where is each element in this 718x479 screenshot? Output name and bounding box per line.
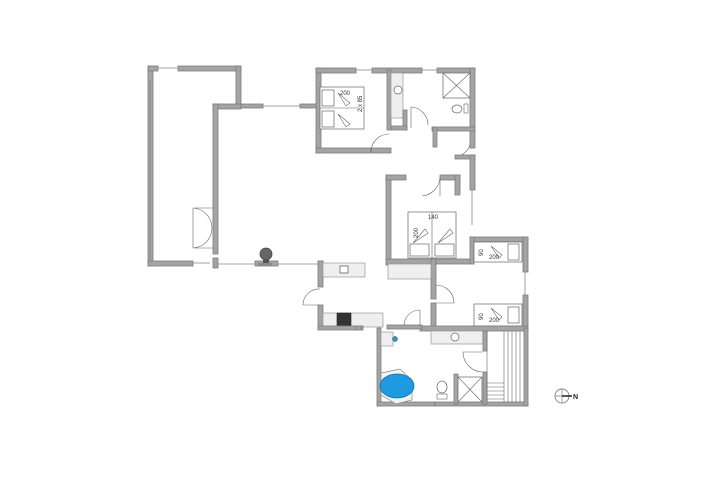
bathroom-door bbox=[410, 106, 429, 126]
bed-width-label: 90 bbox=[479, 313, 485, 320]
wood-stove-icon bbox=[258, 247, 273, 266]
bedroom-1: 200 2 x 85 bbox=[315, 67, 476, 154]
double-bed: 200 2 x 85 bbox=[319, 86, 365, 130]
double-bed: 140 200 bbox=[407, 211, 457, 259]
bedroom-2: 140 200 bbox=[385, 174, 461, 300]
bed-width-label: 2 x 85 bbox=[358, 95, 364, 112]
toilet-icon bbox=[436, 380, 448, 400]
bed-length-label: 200 bbox=[489, 318, 500, 324]
terrace-door[interactable] bbox=[192, 207, 213, 249]
bedrooms-3-4: 90 200 90 200 bbox=[419, 236, 529, 332]
bed-length-label: 200 bbox=[489, 255, 500, 261]
bed-width-label: 140 bbox=[428, 215, 439, 221]
sauna bbox=[486, 331, 521, 402]
bed-width-label: 90 bbox=[479, 249, 485, 256]
stove-icon bbox=[336, 312, 352, 328]
bed-length-label: 200 bbox=[414, 227, 420, 238]
living-room-walls bbox=[212, 103, 324, 269]
sink-icon bbox=[339, 265, 349, 274]
bathroom-2 bbox=[376, 327, 529, 407]
kitchen bbox=[302, 260, 423, 331]
compass-icon: N bbox=[554, 388, 578, 404]
bathroom-1 bbox=[390, 72, 476, 148]
hallway bbox=[370, 133, 476, 225]
bathtub-icon bbox=[379, 368, 415, 405]
north-label: N bbox=[573, 394, 578, 401]
shower-icon bbox=[457, 376, 483, 403]
terrace bbox=[147, 65, 242, 267]
bed-length-label: 200 bbox=[340, 91, 351, 97]
